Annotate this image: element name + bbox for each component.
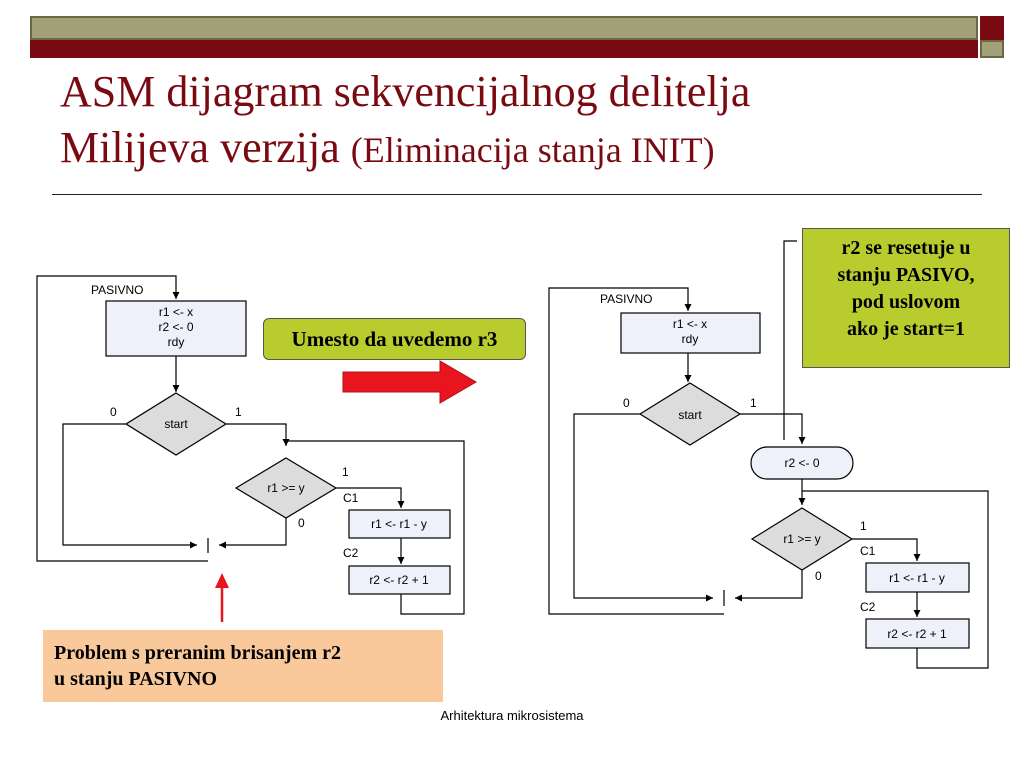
right-c2-box — [865, 618, 970, 649]
right-compare-true-path — [852, 538, 921, 561]
right-start-true-label: 1 — [750, 396, 757, 410]
left-compare-false-path — [219, 518, 287, 549]
header-square-olive — [980, 40, 1004, 58]
callout-pointer-line — [783, 240, 797, 440]
callout-r2-line-3: pod uslovom — [851, 291, 961, 313]
callout-problem: Problem s preranim brisanjem r2 u stanju… — [43, 630, 443, 702]
right-state-line-1: r1 <- x — [673, 317, 707, 331]
left-state-box — [105, 300, 247, 357]
left-start-true-label: 1 — [235, 405, 242, 419]
left-start-false-label: 0 — [110, 405, 117, 419]
slide-footer: Arhitektura mikrosistema — [440, 708, 584, 723]
callout-r2-line-2: stanju PASIVO, — [837, 264, 975, 286]
title-line-1: ASM dijagram sekvencijalnog delitelja — [60, 67, 751, 116]
right-compare-false-label: 0 — [815, 569, 822, 583]
right-state-line-2: rdy — [682, 332, 699, 346]
header-square-red — [980, 16, 1004, 40]
right-c1-label: C1 — [860, 544, 876, 558]
callout-r2-line-1: r2 se resetuje u — [841, 237, 971, 259]
header-bar-red — [30, 40, 978, 58]
left-state-line-3: rdy — [168, 335, 185, 349]
red-right-arrow — [342, 360, 477, 404]
left-start-text: start — [164, 417, 188, 431]
left-start-true-path — [226, 423, 290, 446]
right-diagram-labels: PASIVNO r1 <- x rdy start 0 1 r2 <- 0 r1… — [600, 292, 947, 641]
title-line-2-main: Milijeva verzija — [60, 123, 351, 172]
callout-problem-line-2: u stanju PASIVNO — [54, 668, 217, 690]
right-c2-label: C2 — [860, 600, 876, 614]
left-loop-to-pasivno — [36, 275, 208, 562]
right-compare-text: r1 >= y — [783, 532, 820, 546]
right-start-text: start — [678, 408, 702, 422]
left-c2-text: r2 <- r2 + 1 — [369, 573, 429, 587]
callout-r2-line-4: ako je start=1 — [846, 318, 966, 340]
right-state-box — [620, 312, 761, 354]
right-start-true-path — [740, 413, 806, 444]
title-rule — [52, 194, 982, 195]
right-c1-box — [865, 562, 970, 593]
right-start-diamond — [638, 382, 742, 446]
left-state-label: PASIVNO — [91, 283, 143, 297]
left-compare-true-label: 1 — [342, 465, 349, 479]
left-state-line-1: r1 <- x — [159, 305, 193, 319]
right-start-false-label: 0 — [623, 396, 630, 410]
left-start-diamond — [124, 392, 228, 456]
right-start-false-path — [573, 413, 713, 602]
right-compare-true-label: 1 — [860, 519, 867, 533]
right-c1-text: r1 <- r1 - y — [889, 571, 945, 585]
right-loop-to-pasivno — [548, 287, 724, 615]
red-up-arrow — [215, 573, 229, 622]
left-compare-false-label: 0 — [298, 516, 305, 530]
left-c1-text: r1 <- r1 - y — [371, 517, 427, 531]
left-asm-diagram — [36, 275, 465, 615]
left-c2-label: C2 — [343, 546, 359, 560]
left-loop-back-path — [286, 440, 465, 615]
callout-r2-reset: r2 se resetuje u stanju PASIVO, pod uslo… — [802, 228, 1010, 368]
left-state-line-2: r2 <- 0 — [158, 320, 193, 334]
right-asm-diagram — [548, 240, 989, 669]
right-loop-back-path — [802, 490, 989, 669]
left-diagram-labels: PASIVNO r1 <- x r2 <- 0 rdy start 0 1 r1… — [91, 283, 429, 587]
left-compare-true-path — [336, 487, 405, 508]
callout-umesto: Umesto da uvedemo r3 — [263, 318, 526, 360]
callout-problem-line-1: Problem s preranim brisanjem r2 — [54, 642, 342, 664]
left-c1-label: C1 — [343, 491, 359, 505]
right-conditional-text: r2 <- 0 — [784, 456, 819, 470]
title-line-2-sub: (Eliminacija stanja INIT) — [350, 130, 715, 170]
header-bar-olive — [30, 16, 978, 40]
right-c2-text: r2 <- r2 + 1 — [887, 627, 947, 641]
right-compare-false-path — [735, 570, 803, 602]
right-state-label: PASIVNO — [600, 292, 652, 306]
left-c2-box — [348, 565, 451, 595]
left-start-false-path — [62, 423, 197, 549]
left-c1-box — [348, 509, 451, 539]
slide-title: ASM dijagram sekvencijalnog delitelja Mi… — [60, 64, 750, 178]
left-compare-text: r1 >= y — [267, 481, 304, 495]
